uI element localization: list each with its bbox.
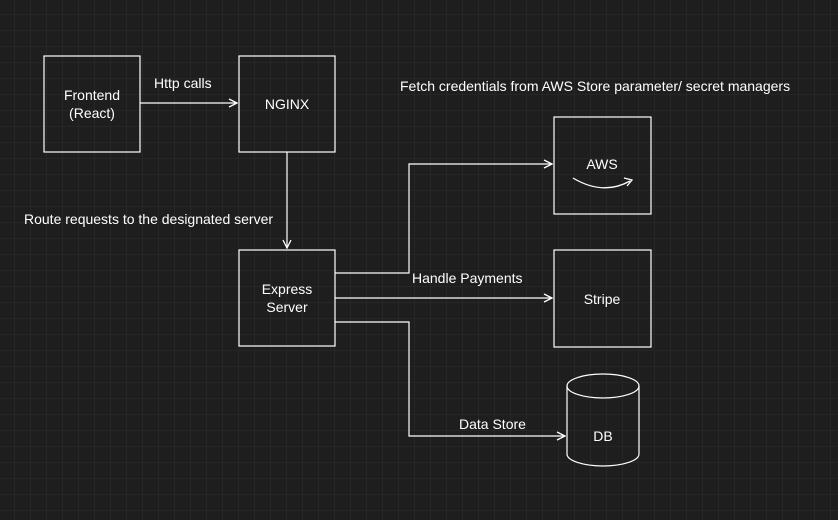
route-requests-label: Route requests to the designated server bbox=[24, 211, 273, 227]
edge-fetch-credentials: Fetch credentials from AWS Store paramet… bbox=[335, 78, 790, 274]
aws-smile-arrow-icon bbox=[572, 177, 631, 189]
frontend-label-line2: (React) bbox=[69, 105, 115, 121]
express-label-line2: Server bbox=[266, 299, 308, 315]
handle-payments-label: Handle Payments bbox=[412, 270, 523, 286]
fetch-credentials-arrow bbox=[335, 164, 552, 274]
aws-label: AWS bbox=[586, 156, 617, 172]
edge-route-requests: Route requests to the designated server bbox=[24, 152, 287, 248]
db-label: DB bbox=[593, 428, 612, 444]
express-server-node[interactable]: Express Server bbox=[238, 249, 336, 347]
db-cylinder-top bbox=[566, 373, 640, 399]
frontend-label-line1: Frontend bbox=[64, 87, 120, 103]
aws-smile-arrowhead-icon bbox=[623, 177, 634, 187]
edge-data-store: Data Store bbox=[335, 321, 565, 436]
aws-box bbox=[553, 116, 652, 215]
frontend-box bbox=[43, 55, 141, 153]
http-calls-label: Http calls bbox=[154, 75, 212, 91]
data-store-arrow bbox=[335, 321, 565, 436]
fetch-credentials-label: Fetch credentials from AWS Store paramet… bbox=[400, 78, 790, 94]
express-server-box bbox=[238, 249, 336, 347]
express-label-line1: Express bbox=[262, 281, 313, 297]
data-store-label: Data Store bbox=[459, 416, 526, 432]
stripe-node[interactable]: Stripe bbox=[553, 249, 652, 348]
stripe-label: Stripe bbox=[584, 291, 621, 307]
stripe-box bbox=[553, 249, 652, 348]
frontend-node[interactable]: Frontend (React) bbox=[43, 55, 141, 153]
nginx-label: NGINX bbox=[265, 96, 310, 112]
nginx-node[interactable]: NGINX bbox=[238, 55, 336, 153]
db-node[interactable]: DB bbox=[566, 373, 640, 467]
edge-http-calls: Http calls bbox=[140, 75, 237, 103]
aws-node[interactable]: AWS bbox=[553, 116, 652, 215]
db-cylinder-body bbox=[566, 386, 640, 467]
edge-handle-payments: Handle Payments bbox=[335, 270, 552, 298]
